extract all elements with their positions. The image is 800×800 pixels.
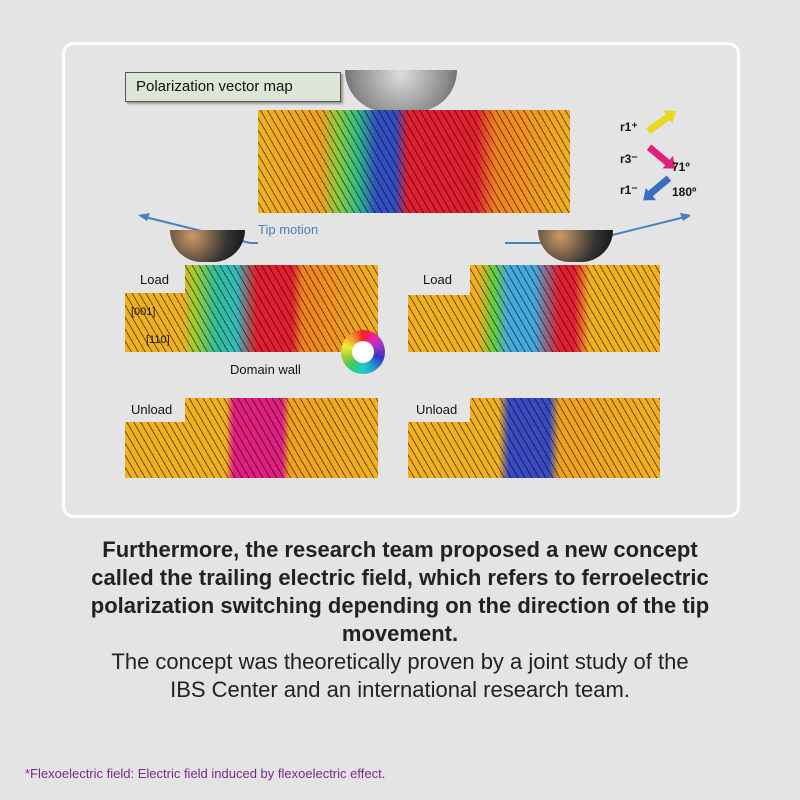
tip-motion-label: Tip motion — [258, 222, 319, 237]
axis-110-label: [110] — [146, 334, 170, 346]
domain-wall-label: Domain wall — [230, 362, 301, 377]
footnote: *Flexoelectric field: Electric field ind… — [25, 766, 386, 781]
text-line: IBS Center and an international research… — [170, 677, 630, 702]
text-line: The concept was theoretically proven by … — [111, 649, 689, 674]
main-paragraph: Furthermore, the research team proposed … — [60, 536, 740, 648]
legend-r3-minus: r3⁻ — [620, 152, 638, 166]
text-line: movement. — [341, 621, 459, 646]
legend-r1-minus: r1⁻ — [620, 183, 638, 197]
load-label-left: Load — [140, 272, 169, 287]
unload-label-left: Unload — [131, 402, 173, 417]
load-label-right: Load — [423, 272, 452, 287]
text-line: called the trailing electric field, whic… — [91, 565, 709, 590]
color-wheel-icon — [341, 330, 385, 374]
axis-001-label: [001] — [131, 306, 156, 318]
unload-label-right: Unload — [416, 402, 458, 417]
polarization-map-top — [258, 110, 570, 213]
figure-title: Polarization vector map — [125, 72, 341, 102]
legend-angle-71: 71º — [672, 160, 690, 174]
secondary-paragraph: The concept was theoretically proven by … — [60, 648, 740, 704]
text-line: polarization switching depending on the … — [90, 593, 710, 618]
legend-r1-plus: r1⁺ — [620, 120, 638, 134]
text-line: Furthermore, the research team proposed … — [102, 537, 698, 562]
figure-frame — [62, 42, 740, 518]
legend-angle-180: 180º — [672, 185, 697, 199]
